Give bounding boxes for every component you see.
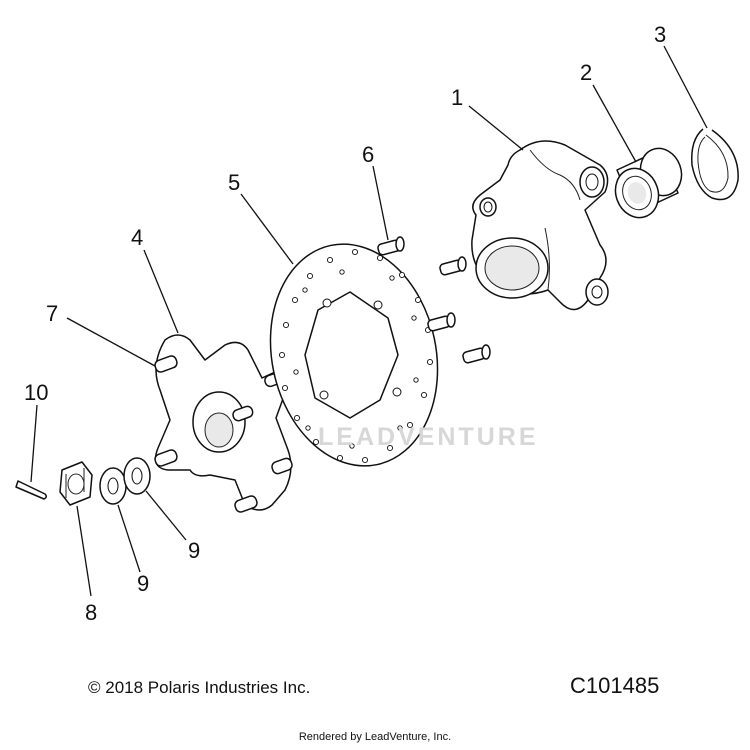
diagram-code: C101485 xyxy=(570,673,660,698)
leader-lines xyxy=(30,45,708,597)
hub-part xyxy=(154,334,293,513)
bearing-part xyxy=(614,147,683,219)
callout-8: 8 xyxy=(85,600,97,625)
washer-parts xyxy=(99,457,151,505)
callout-6: 6 xyxy=(362,142,374,167)
watermark-text: LEADVENTURE xyxy=(318,423,539,451)
castle-nut-part xyxy=(59,461,93,506)
knuckle-part xyxy=(471,140,609,311)
callout-9b: 9 xyxy=(188,538,200,563)
rendered-by-text: Rendered by LeadVenture, Inc. xyxy=(298,731,452,743)
callout-9a: 9 xyxy=(137,571,149,596)
cotter-pin-part xyxy=(15,480,48,500)
callout-numbers: 1 2 3 4 5 6 7 8 9 9 10 xyxy=(24,22,666,625)
brake-disc-part xyxy=(269,243,439,467)
retaining-ring-part xyxy=(690,128,739,201)
copyright-text: © 2018 Polaris Industries Inc. xyxy=(88,678,311,697)
callout-7: 7 xyxy=(46,301,58,326)
bolt-parts xyxy=(377,236,491,364)
callout-2: 2 xyxy=(580,60,592,85)
callout-10: 10 xyxy=(24,380,48,405)
callout-4: 4 xyxy=(131,225,143,250)
callout-3: 3 xyxy=(654,22,666,47)
callout-5: 5 xyxy=(228,170,240,195)
callout-1: 1 xyxy=(451,85,463,110)
